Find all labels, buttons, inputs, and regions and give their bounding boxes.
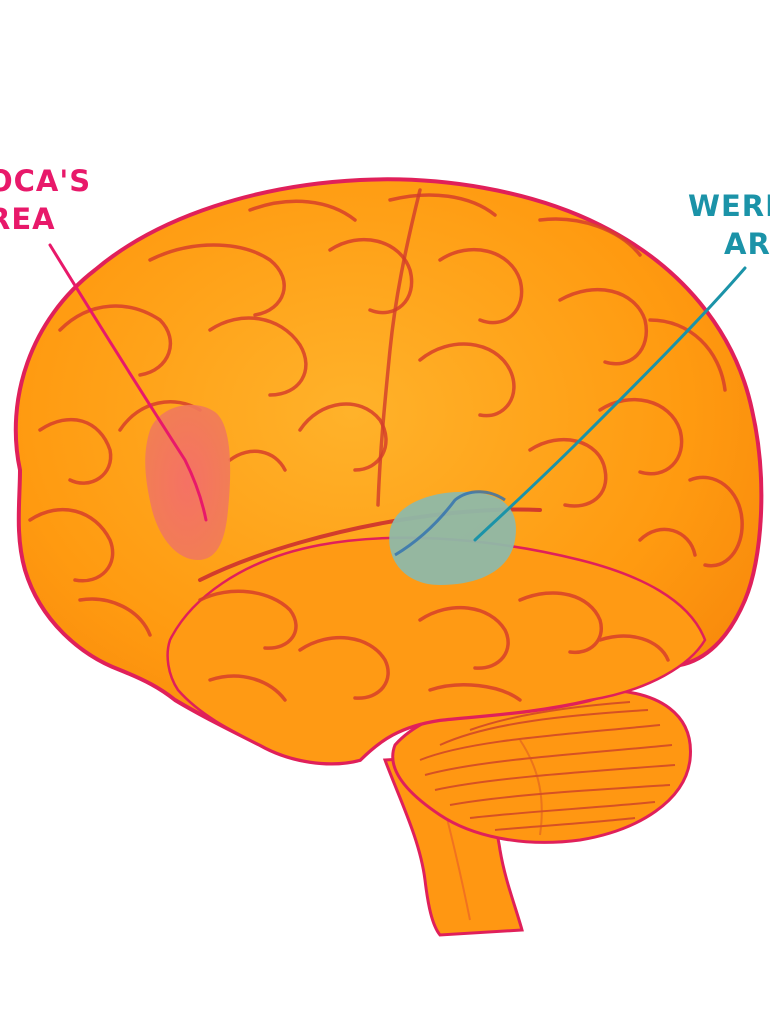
gyri-lines (28, 193, 744, 702)
broca-pointer-line (48, 243, 208, 522)
central-sulcus (376, 188, 422, 507)
wernicke-pointer-line (473, 266, 747, 542)
broca-label-line1: OCA'S (0, 164, 92, 198)
broca-label-line2: REA (0, 202, 56, 236)
cerebellum-folia (419, 701, 676, 836)
wernicke-label-line1: WERN (688, 189, 770, 223)
wernicke-label-line2: ARE (724, 227, 770, 261)
broca-area (145, 404, 231, 560)
wernicke-area (389, 491, 516, 585)
wernicke-sulcus (394, 490, 506, 557)
